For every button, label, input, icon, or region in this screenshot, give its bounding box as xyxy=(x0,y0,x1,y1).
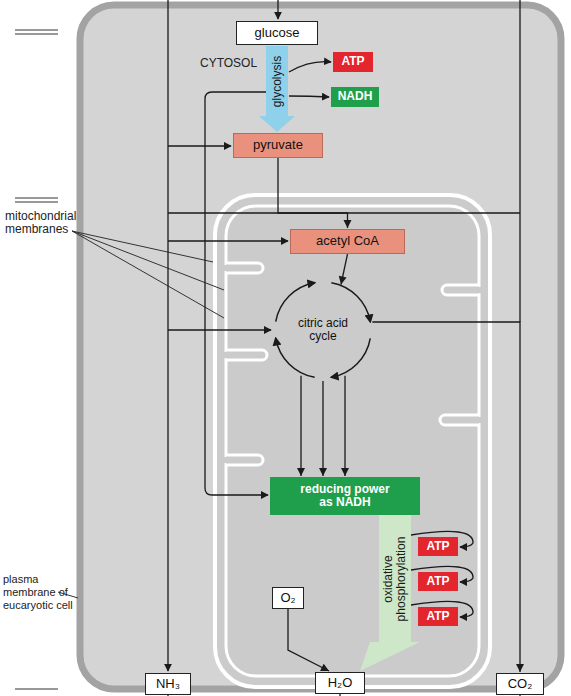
tick xyxy=(15,34,58,35)
node-text: NADH xyxy=(338,90,373,103)
crista-gap xyxy=(477,287,482,293)
part-label: plasma membrane of eucaryotic cell xyxy=(3,573,75,612)
cycle-circle: citric acid cycle xyxy=(271,278,375,382)
crista xyxy=(440,415,479,425)
connector-line xyxy=(278,158,348,228)
branch-line xyxy=(168,145,231,146)
output-line xyxy=(167,695,168,696)
substrate-box: glucose xyxy=(236,21,318,45)
cycle-arc xyxy=(331,283,370,322)
tick xyxy=(15,30,58,31)
node-text: ATP xyxy=(426,540,449,553)
nadh-box: NADH xyxy=(331,87,379,107)
metabolite-box: acetyl CoA xyxy=(290,229,405,254)
input-line xyxy=(519,0,520,322)
molecule-box: H₂O xyxy=(315,672,365,694)
crista-gap xyxy=(224,457,229,463)
atp-box: ATP xyxy=(418,607,458,626)
node-text: O₂ xyxy=(280,591,295,605)
connector xyxy=(259,46,295,132)
node-text: glucose xyxy=(255,26,300,40)
atp-box: ATP xyxy=(333,52,373,72)
crista xyxy=(226,263,263,273)
crista-gap xyxy=(224,352,229,358)
process-arrow xyxy=(360,515,420,671)
connector-line xyxy=(288,609,329,671)
cycle-arc xyxy=(276,338,315,377)
nadh-box: reducing power as NADH xyxy=(270,477,420,515)
pathway-lines xyxy=(168,0,520,696)
tick xyxy=(15,198,58,199)
cycle-arc xyxy=(276,283,315,322)
cycle-arc xyxy=(331,338,370,377)
tick xyxy=(15,689,58,690)
crista-gap xyxy=(224,265,229,271)
cell-outline xyxy=(80,5,561,689)
input-line xyxy=(167,0,168,671)
leader-line xyxy=(72,231,224,318)
crista xyxy=(442,285,479,295)
node-text: reducing power as NADH xyxy=(293,483,397,509)
connector-line xyxy=(344,376,345,476)
connector xyxy=(339,254,348,285)
node-text: H₂O xyxy=(328,676,353,690)
branch-line xyxy=(168,329,271,330)
arrow-head xyxy=(341,468,349,476)
crista xyxy=(226,455,263,465)
node-text: acetyl CoA xyxy=(316,234,379,248)
product-arrow xyxy=(289,96,329,97)
connector xyxy=(278,158,352,228)
leader-line xyxy=(72,231,213,262)
node-text: citric acid cycle xyxy=(293,317,353,343)
node-text: ATP xyxy=(341,55,364,68)
arrow-head xyxy=(339,276,347,285)
connector xyxy=(288,609,329,671)
node-text: pyruvate xyxy=(253,138,303,152)
inner-membrane xyxy=(226,206,479,676)
tick xyxy=(15,202,58,203)
arrow-head xyxy=(320,664,329,671)
molecule-box: CO₂ xyxy=(496,673,544,695)
arrow-head xyxy=(344,220,352,228)
molecule-box: O₂ xyxy=(272,587,304,609)
process-label: oxidative phosphorylation xyxy=(382,529,408,629)
atp-box: ATP xyxy=(418,537,458,556)
node-text: CO₂ xyxy=(508,677,533,691)
node-text: ATP xyxy=(426,610,449,623)
atp-box: ATP xyxy=(418,572,458,591)
region-label: CYTOSOL xyxy=(200,57,257,70)
branch-line xyxy=(168,240,288,241)
arrow-head xyxy=(297,468,305,476)
input-line xyxy=(277,0,278,19)
node-text: NH₃ xyxy=(156,677,180,691)
leader-lines xyxy=(58,231,224,598)
arrow-head xyxy=(516,664,524,672)
part-label: mitochondrial membranes xyxy=(5,210,97,236)
output-line xyxy=(339,694,340,696)
cristae xyxy=(226,263,479,465)
crista xyxy=(226,350,267,360)
crista-gap xyxy=(477,417,482,423)
leader-line xyxy=(72,231,224,290)
connector xyxy=(297,376,349,476)
molecule-box: NH₃ xyxy=(145,673,191,695)
output-line xyxy=(519,695,520,696)
node-text: ATP xyxy=(426,575,449,588)
metabolite-box: pyruvate xyxy=(233,133,323,158)
arrow-head xyxy=(319,468,327,476)
outer-membrane xyxy=(215,195,490,687)
process-label: glycolysis xyxy=(271,55,284,106)
product-arrow xyxy=(289,62,331,72)
connector-line xyxy=(322,381,323,476)
connector xyxy=(360,515,420,671)
connector-line xyxy=(300,376,301,476)
process-arrow xyxy=(259,46,295,132)
